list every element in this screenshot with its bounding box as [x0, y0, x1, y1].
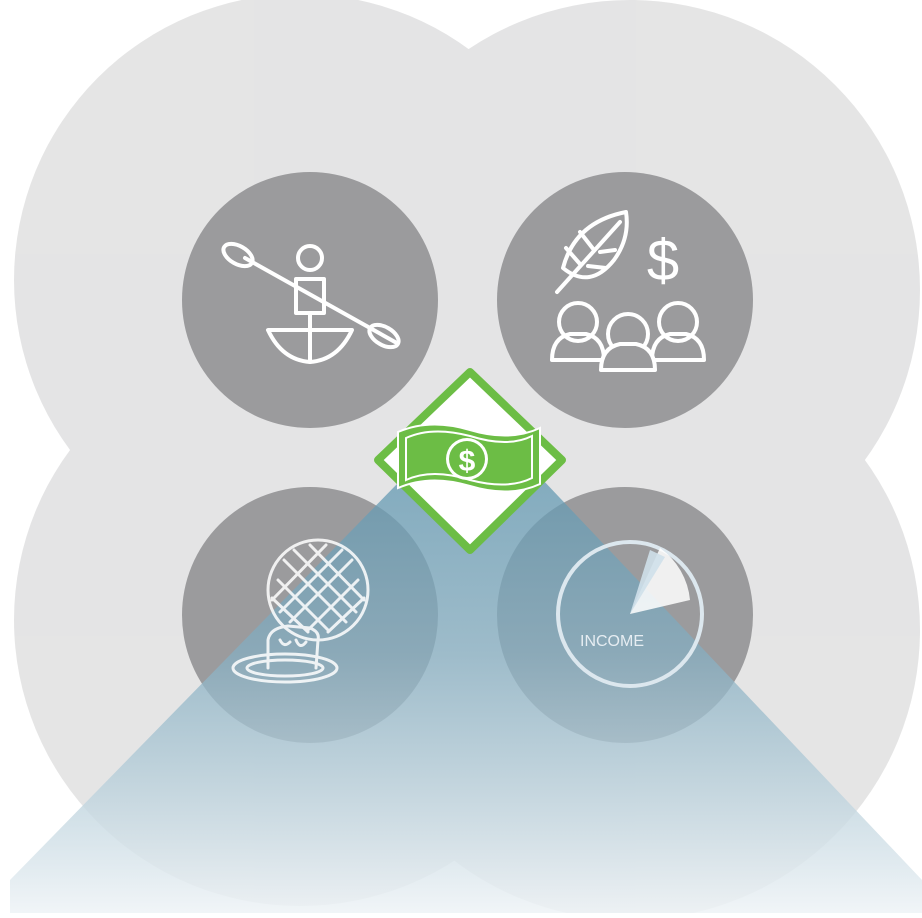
spotlight-beam [10, 440, 922, 913]
center-money-badge: $ [374, 368, 566, 554]
money-bill-icon: $ [397, 423, 541, 493]
icon-circle-community [497, 172, 753, 428]
icon-circle-kayak [182, 172, 438, 428]
leaf-dollar-people-icon: $ [550, 210, 706, 372]
income-label: INCOME [580, 633, 644, 650]
income-gauge-icon: INCOME [556, 540, 704, 688]
community-dollar-sign: $ [647, 228, 679, 293]
kayaker-icon [221, 241, 401, 364]
water-spout-grate-icon [231, 538, 370, 684]
money-dollar-sign: $ [459, 445, 476, 478]
